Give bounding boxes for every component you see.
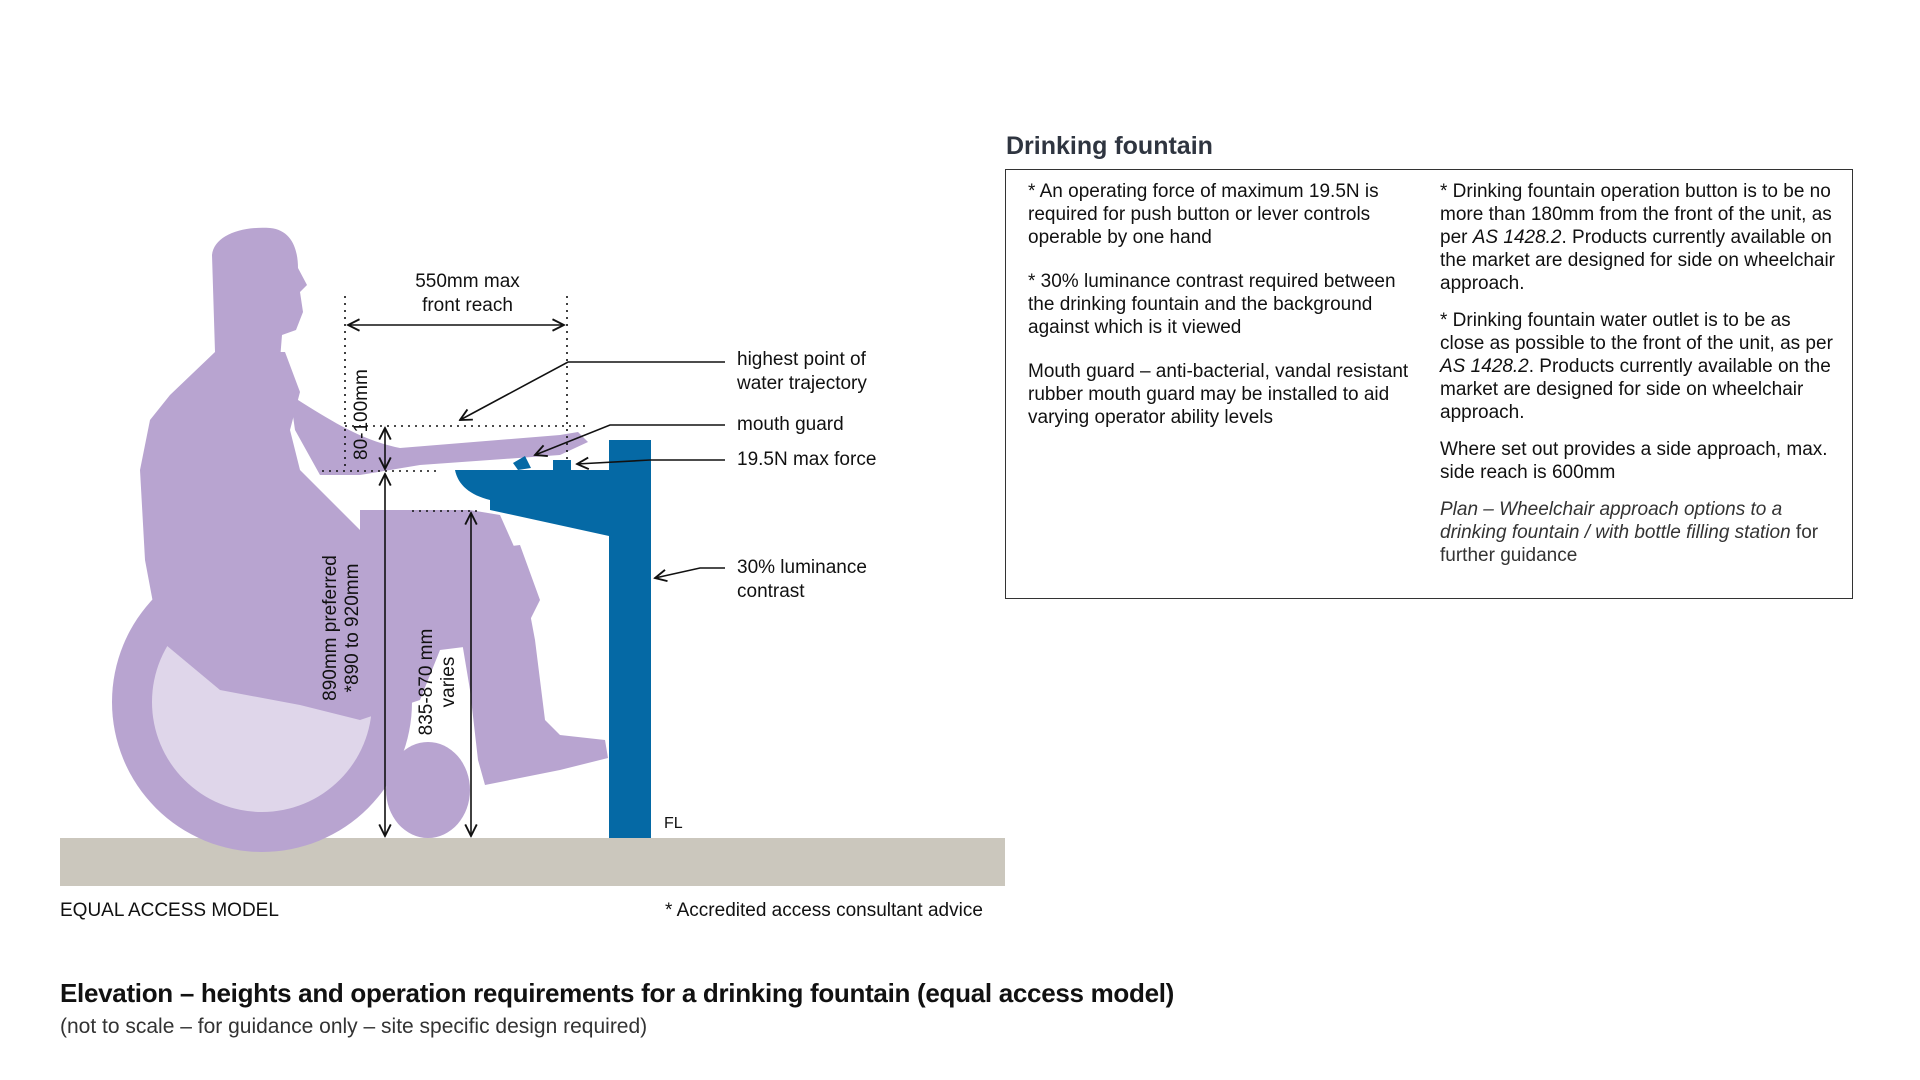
- callout-water-trajectory: highest point of water trajectory: [737, 348, 867, 396]
- info-right-column: * Drinking fountain operation button is …: [1440, 180, 1840, 567]
- note-further-guidance: Plan – Wheelchair approach options to a …: [1440, 498, 1840, 567]
- callout-max-force: 19.5N max force: [737, 449, 877, 470]
- fountain-basin: [455, 470, 609, 536]
- callout-contrast-line1: 30% luminance: [737, 557, 867, 578]
- knee-label-line1: 835-870 mm: [416, 628, 437, 736]
- mouth-guard-shape: [513, 456, 531, 470]
- info-left-column: * An operating force of maximum 19.5N is…: [1028, 180, 1418, 429]
- note-operation-button-text-2: . Products currently available on the ma…: [1440, 227, 1836, 294]
- floor: [60, 838, 1005, 886]
- note-side-reach: Where set out provides a side approach, …: [1440, 439, 1828, 483]
- callout-water-line2: water trajectory: [737, 373, 867, 394]
- clearance-label-text: 80-100mm: [351, 369, 372, 460]
- note-water-outlet-text: * Drinking fountain water outlet is to b…: [1440, 310, 1833, 354]
- callout-contrast: 30% luminance contrast: [737, 556, 867, 604]
- height-label-line1: 890mm preferred: [320, 555, 341, 701]
- height-label: 890mm preferred *890 to 920mm: [320, 548, 364, 708]
- callout-contrast-line2: contrast: [737, 581, 805, 602]
- note-water-outlet: * Drinking fountain water outlet is to b…: [1440, 309, 1840, 424]
- figure-title: Elevation – heights and operation requir…: [60, 978, 1175, 1008]
- info-panel: * An operating force of maximum 19.5N is…: [1005, 169, 1853, 599]
- wheelchair-user-silhouette: [112, 227, 608, 852]
- standard-reference: AS 1428.2: [1472, 227, 1562, 248]
- leader-max-force: [577, 460, 725, 464]
- note-luminance-contrast: * 30% luminance contrast required betwee…: [1028, 271, 1396, 338]
- note-operation-button-text: * Drinking fountain operation button is …: [1440, 181, 1832, 248]
- plan-reference-link[interactable]: Plan – Wheelchair approach options to a …: [1440, 499, 1791, 543]
- floor-level-label: FL: [664, 815, 683, 832]
- fountain-pillar: [609, 440, 651, 838]
- leader-water-trajectory: [460, 361, 725, 420]
- callout-mouth-guard: mouth guard: [737, 414, 844, 435]
- push-button: [553, 460, 571, 470]
- front-reach-label: 550mm max front reach: [410, 270, 525, 318]
- note-operating-force: * An operating force of maximum 19.5N is…: [1028, 181, 1379, 248]
- note-mouth-guard: Mouth guard – anti-bacterial, vandal res…: [1028, 361, 1409, 428]
- figure-subtitle: (not to scale – for guidance only – site…: [60, 1015, 648, 1038]
- front-reach-line1: 550mm max: [415, 271, 520, 292]
- panel-title: Drinking fountain: [1006, 132, 1213, 160]
- caption-equal-access-model: EQUAL ACCESS MODEL: [60, 900, 279, 921]
- further-guidance-text: for further guidance: [1440, 522, 1819, 566]
- front-reach-line2: front reach: [422, 295, 513, 316]
- note-water-outlet-text-2: . Products currently available on the ma…: [1440, 356, 1831, 423]
- callout-water-line1: highest point of: [737, 349, 866, 370]
- leader-mouth-guard: [535, 424, 725, 455]
- height-label-line2: *890 to 920mm: [342, 563, 363, 693]
- drinking-fountain: [455, 440, 651, 838]
- leader-contrast: [655, 567, 725, 578]
- knee-clearance-label: 835-870 mm varies: [416, 624, 460, 740]
- caster-wheel: [386, 742, 470, 838]
- dimension-lines: [322, 296, 725, 836]
- clearance-label: 80-100mm: [351, 369, 373, 460]
- standard-reference: AS 1428.2: [1440, 356, 1529, 377]
- note-operation-button: * Drinking fountain operation button is …: [1440, 180, 1840, 295]
- caption-consultant-advice: * Accredited access consultant advice: [665, 900, 983, 921]
- knee-label-line2: varies: [438, 656, 459, 708]
